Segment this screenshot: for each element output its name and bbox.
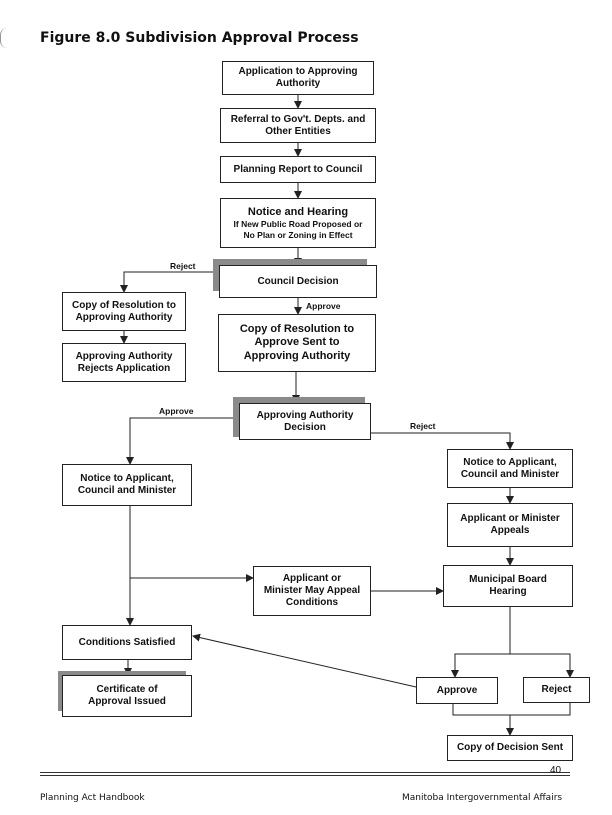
label-approve-council: Approve [306, 301, 341, 311]
box-reject-final: Reject [523, 677, 590, 703]
box-council-decision: Council Decision [219, 265, 377, 298]
figure-title: Figure 8.0 Subdivision Approval Process [40, 30, 359, 46]
arrow-aa-reject [371, 432, 514, 450]
page-number: 40 [550, 765, 562, 776]
connector-decision-merge [452, 703, 571, 716]
arrow-hearing-reject [510, 653, 574, 678]
box-planning-report: Planning Report to Council [220, 156, 376, 183]
footer-rule-top [40, 772, 570, 773]
footer-rule-bottom [40, 775, 570, 776]
arrow-hearing-split [451, 607, 511, 678]
arrow-approve-to-conditions [192, 633, 417, 688]
box-approve-final: Approve [416, 677, 498, 704]
label-approve-aa: Approve [159, 406, 194, 416]
box-notice-right: Notice to Applicant,Council and Minister [447, 449, 573, 488]
label-reject-council: Reject [170, 261, 196, 271]
footer-right-text: Manitoba Intergovernmental Affairs [402, 793, 563, 803]
box-conditions-satisfied: Conditions Satisfied [62, 625, 192, 660]
page-edge-mark [0, 28, 7, 48]
box-notice-left: Notice to Applicant,Council and Minister [62, 464, 192, 506]
arrow-aa-approve [126, 417, 235, 465]
box-notice-hearing: Notice and Hearing If New Public Road Pr… [220, 198, 376, 248]
footer-left-text: Planning Act Handbook [40, 793, 145, 803]
label-reject-aa: Reject [410, 421, 436, 431]
box-copy-decision: Copy of Decision Sent [447, 735, 573, 761]
arrow-council-reject [120, 271, 219, 293]
